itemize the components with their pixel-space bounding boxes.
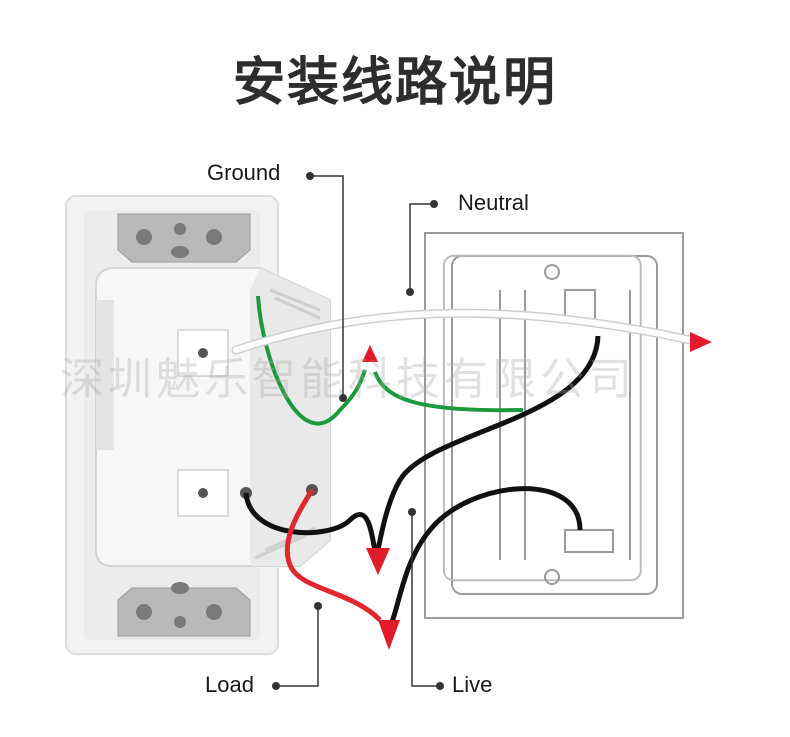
leader-lines — [276, 175, 440, 687]
mounting-strap-top — [117, 213, 251, 263]
load-wire — [284, 488, 382, 622]
connector-load — [378, 620, 400, 650]
wall-box — [424, 232, 684, 619]
page-title: 安装线路说明 — [232, 53, 557, 113]
mounting-strap-bottom — [117, 582, 251, 637]
connector-ground — [362, 345, 378, 362]
label-live: Live — [452, 672, 493, 697]
live-wire-feed — [375, 335, 601, 551]
label-ground: Ground — [207, 160, 281, 185]
wire-connectors — [362, 332, 712, 650]
live-wire-load — [243, 492, 378, 551]
leader-dots — [272, 172, 444, 690]
live-wire-box — [389, 486, 583, 623]
ground-wire-box — [373, 371, 524, 413]
label-neutral: Neutral — [458, 190, 529, 215]
connector-neutral — [690, 332, 712, 352]
label-load: Load — [205, 672, 254, 697]
connector-live — [366, 548, 390, 575]
